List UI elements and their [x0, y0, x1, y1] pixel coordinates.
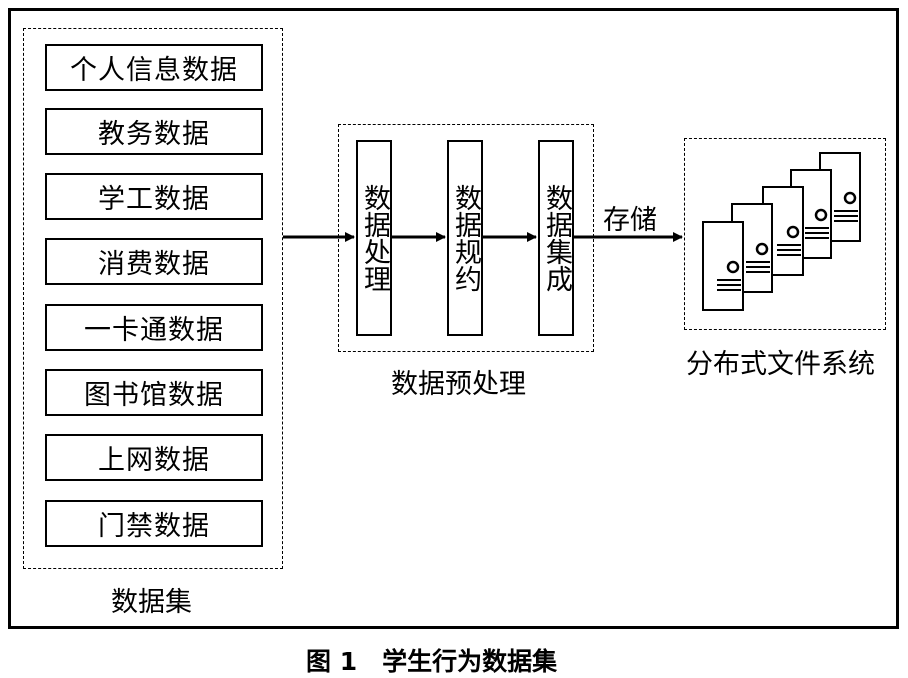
dataset-item-consumption: 消费数据: [45, 238, 263, 285]
dataset-item-student-affairs: 学工数据: [45, 173, 263, 220]
dataset-label: 数据集: [111, 587, 192, 618]
dataset-item-campus-card: 一卡通数据: [45, 304, 263, 351]
document-stack-icon: [702, 152, 861, 311]
dataset-item-personal-info: 个人信息数据: [45, 44, 263, 91]
step-data-reduction: 数据规约: [447, 140, 483, 336]
dataset-item-library: 图书馆数据: [45, 369, 263, 416]
dataset-item-academic: 教务数据: [45, 108, 263, 155]
dataset-item-access-control: 门禁数据: [45, 500, 263, 547]
preprocess-label: 数据预处理: [391, 369, 526, 400]
dataset-item-internet: 上网数据: [45, 434, 263, 481]
step-data-processing: 数据处理: [356, 140, 392, 336]
figure-frame: [8, 8, 899, 629]
step-data-integration: 数据集成: [538, 140, 574, 336]
storage-label: 分布式文件系统: [686, 349, 875, 380]
storage-group: [684, 138, 886, 330]
figure-caption: 图 1 学生行为数据集: [306, 647, 558, 676]
storage-arrow-label: 存储: [603, 205, 657, 236]
dataset-group: [23, 28, 283, 569]
